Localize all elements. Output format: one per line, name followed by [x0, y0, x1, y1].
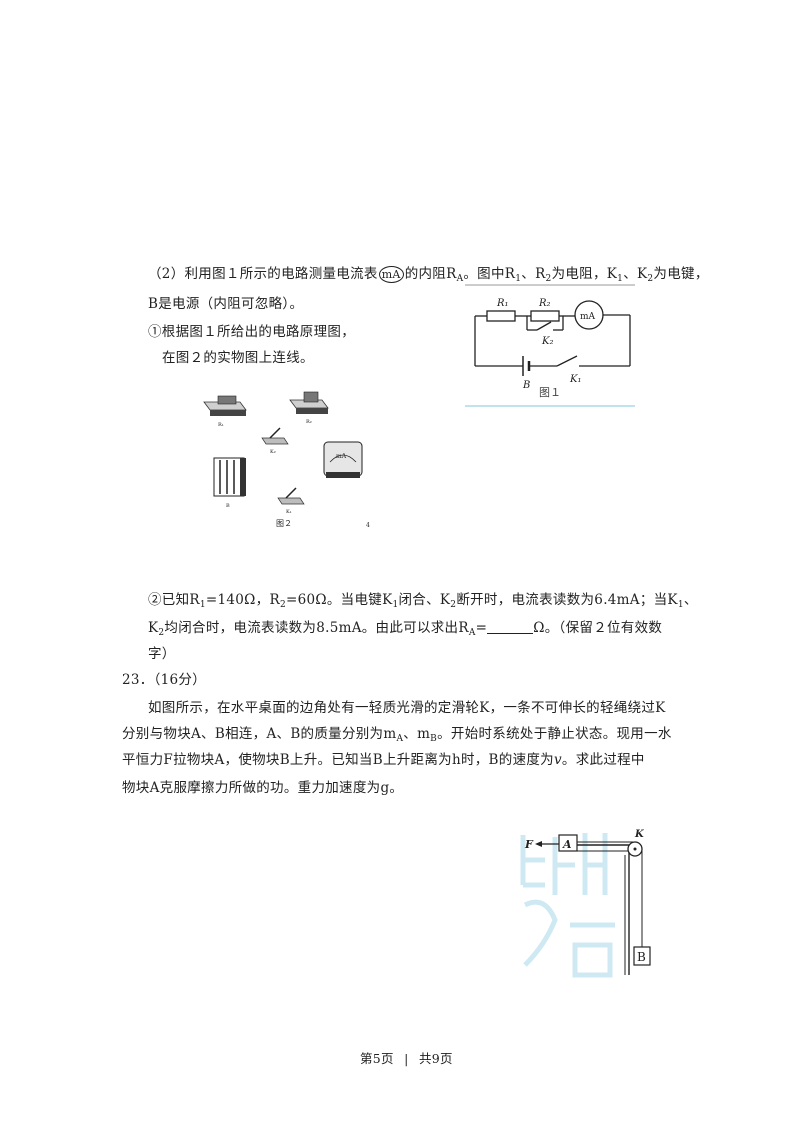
subscript: 2 — [545, 274, 552, 284]
q23-line3: 平恒力F拉物块A，使物块B上升。已知当B上升距离为h时，B的速度为v。求此过程中 — [122, 748, 645, 768]
text-segment: 、m — [403, 726, 431, 742]
block-a — [558, 834, 578, 852]
page-number: 第5页 — [360, 1051, 394, 1066]
label-ammeter: mA — [336, 453, 347, 460]
q22-part2b-line2: K2均闭合时，电流表读数为8.5mA。由此可以求出RA= Ω。（保留２位有效数 — [148, 616, 662, 638]
text-segment: =140Ω，R — [205, 592, 280, 608]
pulley-axle — [633, 847, 637, 851]
text-segment: 为电键， — [653, 266, 709, 282]
label-r1: R₁ — [218, 422, 224, 428]
block-b — [633, 946, 651, 966]
text-segment: 平恒力F拉物块A，使物块B上升。已知当B上升距离为h时，B的速度为 — [122, 752, 554, 768]
resistor-box-r2 — [289, 391, 329, 414]
figure3-pulley-diagram: A F K B — [520, 829, 651, 978]
label-r1: R₁ — [496, 298, 509, 309]
subscript: 2 — [279, 600, 286, 610]
subscript: B — [430, 734, 438, 744]
text-segment: 断开时，电流表读数为6.4mA；当K — [456, 592, 678, 608]
q22-part2-line2: B是电源（内阻可忽略）。 — [148, 296, 304, 312]
q23-line1: 如图所示，在水平桌面的边角处有一轻质光滑的定滑轮K，一条不可伸长的轻绳绕过K — [148, 700, 666, 716]
text-segment: 。图中R — [463, 266, 516, 282]
q22-part2b-line3: 字） — [148, 646, 176, 662]
switch-k2 — [261, 427, 289, 445]
subscript: 1 — [677, 600, 684, 610]
label-r2: R₂ — [306, 419, 312, 425]
switch-k1-blade — [556, 355, 578, 367]
text-segment: Ω。（保留２位有效数 — [533, 620, 663, 636]
subscript: 1 — [199, 600, 206, 610]
subscript: 1 — [617, 274, 624, 284]
text-segment: =60Ω。当电键K — [285, 592, 393, 608]
switch-k2-blade — [536, 321, 552, 331]
ammeter-symbol: mA — [378, 266, 404, 283]
q23-line2: 分别与物块A、B相连，A、B的质量分别为mA、mB。开始时系统处于静止状态。现用… — [122, 722, 672, 744]
subscript: 2 — [647, 274, 654, 284]
text-segment: 闭合、K — [398, 592, 451, 608]
subscript: 1 — [515, 274, 522, 284]
footer: 第5页 | 共9页 — [360, 1048, 453, 1067]
label-k: K — [634, 829, 645, 840]
label-r2: R₂ — [538, 298, 551, 309]
subscript: 2 — [158, 628, 165, 638]
text-segment: （2）利用图１所示的电路测量电流表 — [148, 266, 378, 282]
subscript: 2 — [450, 600, 457, 610]
resistor-r1 — [486, 310, 516, 322]
label-b: B — [522, 380, 530, 391]
ammeter-device — [323, 441, 363, 478]
label-k1: K₁ — [569, 374, 581, 385]
label-k1: K₁ — [286, 509, 292, 515]
q23-header: 23．（16分） — [122, 672, 207, 688]
label-ammeter: mA — [580, 312, 596, 322]
q22-part2-line3: ①根据图１所给出的电路原理图， — [148, 324, 355, 340]
text-segment: 。求此过程中 — [561, 752, 645, 768]
label-k2: K₂ — [270, 449, 276, 455]
label-b: B — [637, 950, 646, 964]
text-segment: 的内阻R — [404, 266, 457, 282]
watermark — [520, 833, 615, 978]
footer-separator: | — [404, 1051, 409, 1066]
q23-line4: 物块A克服摩擦力所做的功。重力加速度为g。 — [122, 780, 404, 796]
text-segment: = — [475, 620, 488, 636]
velocity-symbol: v — [553, 752, 562, 768]
answer-blank — [487, 621, 534, 634]
text-segment: 均闭合时，电流表读数为8.5mA。由此可以求出R — [164, 620, 469, 636]
battery-b — [213, 457, 246, 497]
text-segment: 为电阻，K — [551, 266, 618, 282]
text-segment: ②已知R — [148, 592, 200, 608]
text-segment: K — [148, 620, 159, 636]
text-segment: 分别与物块A、B相连，A、B的质量分别为m — [122, 726, 397, 742]
figure1-circuit-diagram: R₁ R₂ mA K₂ B K₁ 图１ — [465, 284, 635, 407]
subscript: A — [468, 628, 476, 638]
subscript: A — [456, 274, 464, 284]
resistor-box-r1 — [203, 395, 247, 416]
text-segment: 、 — [683, 592, 698, 608]
text-segment: 。开始时系统处于静止状态。现用一水 — [437, 726, 672, 742]
q22-part2b-line1: ②已知R1=140Ω，R2=60Ω。当电键K1闭合、K2断开时，电流表读数为6.… — [148, 588, 698, 610]
resistor-r2 — [530, 310, 560, 322]
label-a: A — [562, 838, 572, 851]
figure2-apparatus: R₁ R₂ K₂ B mA K₁ 图２ 4 — [203, 391, 370, 529]
figure2-corner-number: 4 — [366, 522, 370, 529]
figure2-caption: 图２ — [276, 519, 292, 528]
page-total: 共9页 — [418, 1051, 453, 1066]
text-segment: 、K — [623, 266, 648, 282]
label-f: F — [524, 838, 534, 851]
q22-part2-line4: 在图２的实物图上连线。 — [162, 350, 314, 366]
label-b: B — [226, 503, 230, 509]
force-arrow-head — [535, 841, 542, 847]
label-k2: K₂ — [541, 336, 553, 347]
subscript: A — [396, 734, 404, 744]
text-segment: 、R — [521, 266, 546, 282]
subscript: 1 — [392, 600, 399, 610]
figure1-caption: 图１ — [539, 386, 561, 399]
switch-k1 — [277, 487, 305, 505]
